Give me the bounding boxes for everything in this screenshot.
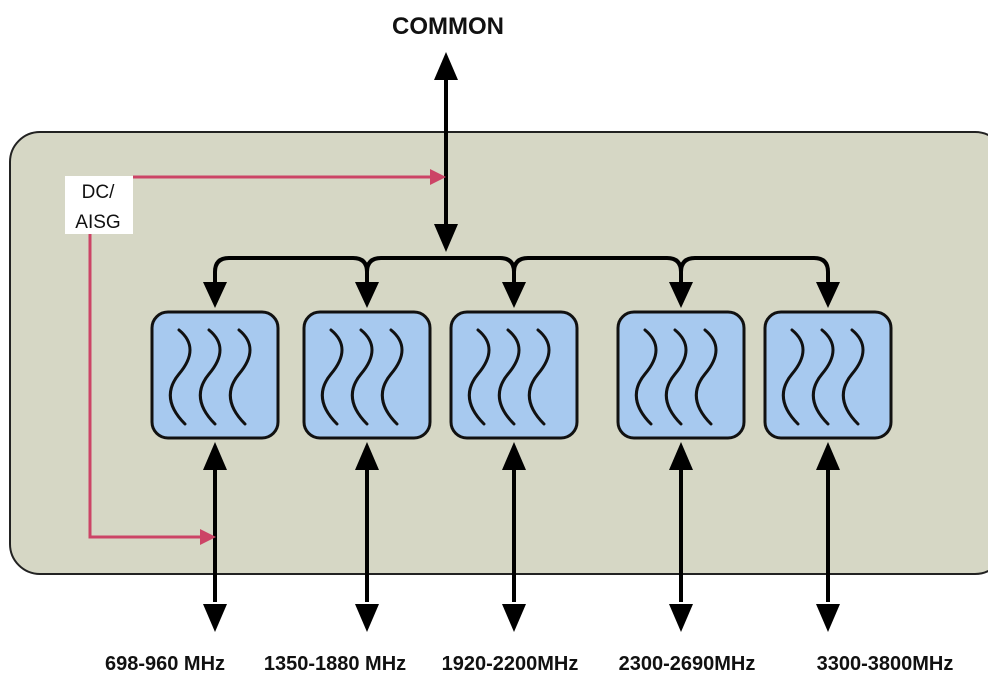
dc-aisg-path-top — [133, 169, 446, 185]
filter-icon — [467, 328, 551, 426]
filter-icon — [781, 328, 865, 426]
bandpass-filter-3 — [449, 310, 579, 440]
band-label-1: 698-960 MHz — [105, 653, 225, 675]
filter-icon — [320, 328, 404, 426]
band-label-2: 1350-1880 MHz — [264, 653, 406, 675]
bandpass-filter-4 — [616, 310, 746, 440]
bandpass-filter-1 — [150, 310, 280, 440]
port-arrow-3 — [502, 442, 526, 632]
dc-aisg-label-line2: AISG — [75, 212, 120, 233]
bus-arrowheads — [203, 282, 840, 308]
port-arrow-4 — [669, 442, 693, 632]
band-label-3: 1920-2200MHz — [442, 653, 579, 675]
dc-aisg-label-line1: DC/ — [82, 182, 115, 203]
port-arrow-2 — [355, 442, 379, 632]
filter-icon — [168, 328, 252, 426]
port-arrow-1 — [203, 442, 227, 632]
band-label-4: 2300-2690MHz — [619, 653, 756, 675]
dc-aisg-path-bottom — [88, 234, 216, 545]
bandpass-filter-5 — [763, 310, 893, 440]
band-label-5: 3300-3800MHz — [817, 653, 954, 675]
common-port-label: COMMON — [392, 13, 504, 40]
filter-icon — [634, 328, 718, 426]
common-port-arrow — [434, 52, 458, 252]
dc-aisg-label-box — [65, 176, 133, 234]
port-arrow-5 — [816, 442, 840, 632]
bandpass-filter-2 — [302, 310, 432, 440]
